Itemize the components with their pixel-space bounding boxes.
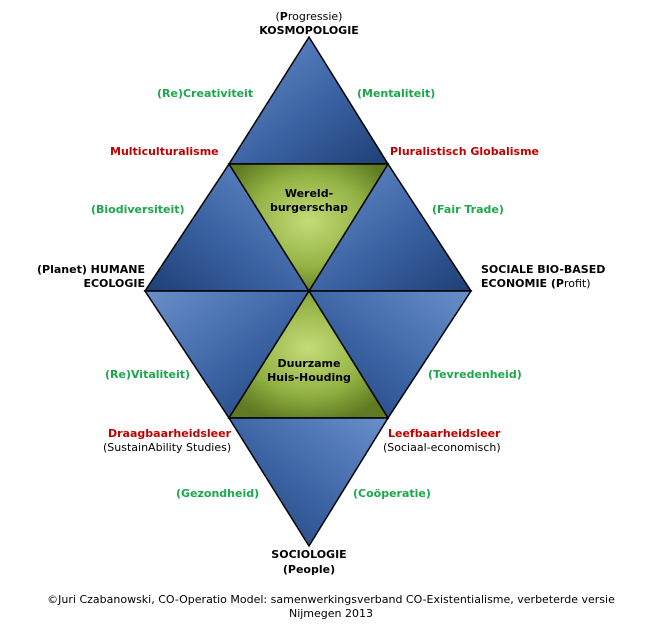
left-label-line1: (Planet) HUMANE [36,263,145,276]
label-sustainability-studies: (SustainAbility Studies) [103,441,232,454]
label-mentaliteit: (Mentaliteit) [357,87,436,100]
label-revitaliteit: (Re)Vitaliteit) [105,368,191,381]
footer-location-year: Nijmegen 2013 [288,607,374,620]
center-top-line1: Wereld- [284,187,334,200]
label-recreativiteit: (Re)Creativiteit [157,87,254,100]
right-label-line1: SOCIALE BIO-BASED [481,263,606,276]
bottom-title: SOCIOLOGIE [271,548,347,561]
bottom-label-people: (People) [282,563,336,576]
left-label-line2: ECOLOGIE [83,277,145,290]
center-top-text: Wereld- burgerschap [259,187,359,215]
label-fair-trade: (Fair Trade) [432,203,504,216]
right-label-line2: ECONOMIE (Profit) [481,277,591,290]
label-sociaal-economisch: (Sociaal-economisch) [383,441,501,454]
label-tevredenheid: (Tevredenheid) [428,368,522,381]
footer-copyright: ©Juri Czabanowski, CO-Operatio Model: sa… [47,593,615,606]
label-draagbaarheidsleer: Draagbaarheidsleer [108,427,232,440]
center-top-line2: burgerschap [269,201,349,214]
center-bottom-line2: Huis-Houding [267,371,351,384]
label-pluralistisch-globalisme: Pluralistisch Globalisme [390,145,540,158]
triangle-center-top [227,163,390,293]
center-bottom-line1: Duurzame [277,357,341,370]
label-leefbaarheidsleer: Leefbaarheidsleer [388,427,501,440]
top-title: KOSMOPOLOGIE [259,24,359,37]
top-label-progressie: (Progressie) [275,10,343,23]
label-biodiversiteit: (Biodiversiteit) [91,203,185,216]
right-label: SOCIALE BIO-BASED ECONOMIE (Profit) [481,263,605,291]
left-label: (Planet) HUMANE ECOLOGIE [10,263,145,291]
center-bottom-text: Duurzame Huis-Houding [259,357,359,385]
triangle-bottom [227,417,390,548]
label-gezondheid: (Gezondheid) [176,487,260,500]
label-cooperatie: (Coöperatie) [353,487,431,500]
label-multiculturalisme: Multiculturalisme [110,145,219,158]
